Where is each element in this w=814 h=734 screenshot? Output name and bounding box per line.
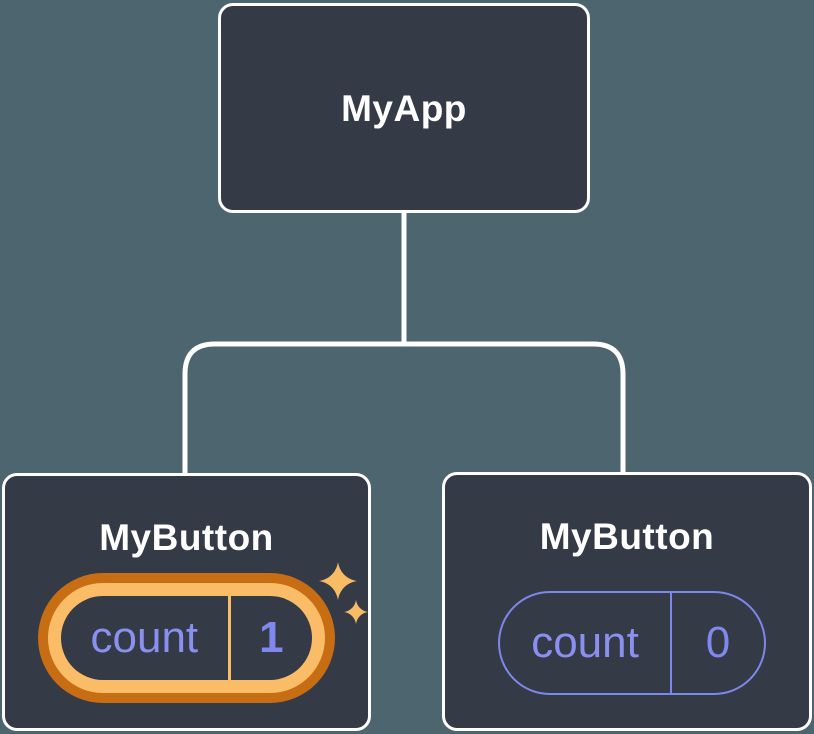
button-node-label: MyButton [99, 517, 274, 558]
state-key-label: count [90, 613, 199, 662]
state-highlight-ring: count 1 [38, 573, 335, 703]
sparkle-icon-large [319, 562, 357, 600]
state-pill: count 0 [498, 591, 766, 695]
state-highlight-ring-inner: count 1 [48, 583, 325, 693]
button-node-label: MyButton [539, 516, 715, 557]
state-value: 0 [670, 593, 764, 693]
state-pill: count 1 [61, 596, 312, 680]
connector-branch-bracket [182, 341, 626, 477]
state-key-label: count [531, 618, 639, 667]
app-node: MyApp [218, 3, 590, 213]
button-node-default: MyButton count 0 [442, 472, 812, 731]
state-value: 1 [227, 596, 312, 680]
button-node-highlighted: MyButton count 1 [2, 473, 371, 731]
sparkle-icon-small [344, 600, 368, 624]
app-node-label: MyApp [341, 87, 467, 129]
